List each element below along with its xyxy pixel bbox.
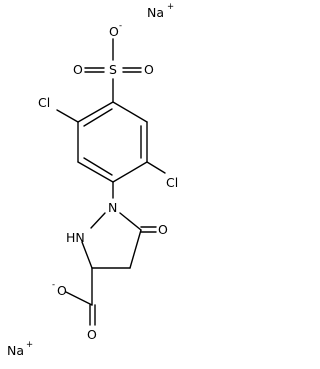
bond-ring-c4-c5 [77,161,114,183]
bond-c3-nh [81,241,93,269]
chemical-structure-diagram: Na + O - S O O Cl Cl N HN O O - O Na + [7,2,178,358]
sodium-ion-bottom-charge: + [26,340,33,350]
ketone-oxygen: O [158,222,168,237]
bond-ring-c1-c2 [112,101,148,123]
sodium-ion-bottom: Na [7,343,24,358]
carboxylate-oxygen-double: O [87,327,97,342]
bond-ring-cl-left [56,109,79,123]
sulfonate-oxygen-top-charge: - [119,21,122,31]
bond-ring-c3-c4 [112,161,148,183]
ring-nh: HN [66,230,85,245]
carboxylate-oxygen-charge: - [52,280,55,290]
sodium-ion-top-charge: + [167,2,174,12]
sulfur-atom: S [109,62,117,77]
chlorine-right: Cl [166,175,178,190]
bond-ring-c4-c5-inner [83,157,113,176]
bond-c5-c4 [129,229,142,269]
ring-nitrogen: N [108,200,117,215]
bond-cooc-o-minus [65,291,93,306]
bond-ring-c6-c1-inner [83,108,113,127]
carboxylate-oxygen-minus: O [57,283,67,298]
bond-ring-cl-right [146,161,166,174]
atom-labels: Na + O - S O O Cl Cl N HN O O - O Na + [7,2,178,358]
sulfonate-oxygen-top: O [109,24,119,39]
bond-ring-c6-c1 [77,101,114,123]
bond-nh-n [90,212,106,229]
sulfonate-oxygen-right: O [144,62,154,77]
bonds [56,38,166,326]
sulfonate-oxygen-left: O [73,62,83,77]
sodium-ion-top: Na [147,5,164,20]
chlorine-left: Cl [38,95,50,110]
bond-n-c5 [119,212,142,231]
